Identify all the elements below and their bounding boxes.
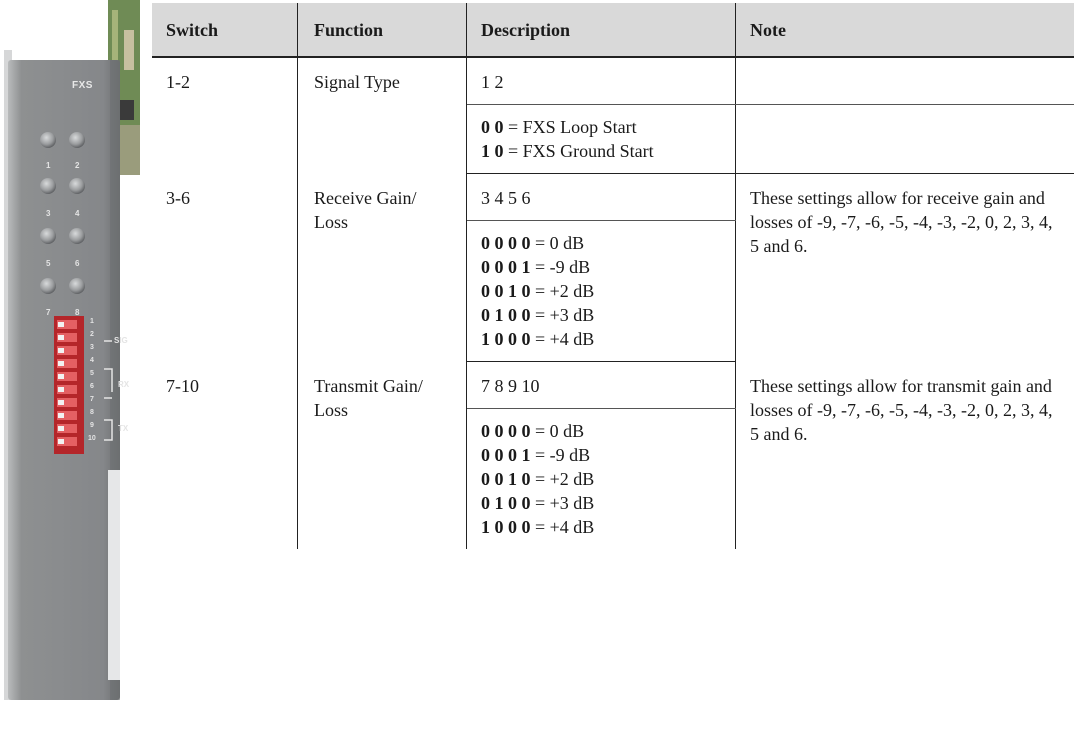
led-number: 6	[75, 259, 80, 268]
table-row: 0 0 = FXS Loop Start 1 0 = FXS Ground St…	[152, 104, 1074, 174]
dip-group-label: RX	[118, 380, 130, 389]
option-line: 0 0 0 0 = 0 dB	[481, 421, 585, 441]
note-cell-empty	[735, 104, 1074, 174]
led-number: 5	[46, 259, 51, 268]
led-number: 2	[75, 161, 80, 170]
note-cell: These settings allow for receive gain an…	[750, 188, 1053, 256]
fxs-card-image: FXS 1 2 3 4 5 6 7 8 1 2 3 4 5 6 7 8 9 10…	[0, 0, 140, 729]
function-cell: Receive Gain/ Loss	[297, 173, 467, 362]
switch-cell: 1-2	[152, 57, 298, 174]
table-row: 1-2 Signal Type 1 2	[152, 57, 1074, 174]
note-cell: These settings allow for transmit gain a…	[750, 375, 1053, 444]
options-cell: 0 0 0 0 = 0 dB 0 0 0 1 = -9 dB 0 0 1 0 =…	[466, 408, 736, 549]
dip-number: 4	[90, 357, 94, 364]
option-line: 1 0 0 0 = +4 dB	[481, 329, 595, 349]
dip-number: 10	[88, 435, 96, 442]
table-header-row: Switch Function Description Note	[152, 3, 1074, 58]
switch-positions-cell: 3 4 5 6	[466, 173, 736, 221]
dip-number: 7	[90, 396, 94, 403]
column-header-function: Function	[297, 3, 467, 58]
dip-number: 5	[90, 370, 94, 377]
dip-number: 2	[90, 331, 94, 338]
card-label: FXS	[72, 80, 93, 91]
table-row: 7-10 Transmit Gain/ Loss 7 8 9 10 These …	[152, 361, 1074, 549]
option-line: 0 1 0 0 = +3 dB	[481, 305, 595, 325]
table-row: 0 0 0 0 = 0 dB 0 0 0 1 = -9 dB 0 0 1 0 =…	[152, 220, 1074, 362]
option-line: 1 0 0 0 = +4 dB	[481, 517, 595, 537]
dip-group-label: TX	[118, 424, 129, 433]
options-cell: 0 0 0 0 = 0 dB 0 0 0 1 = -9 dB 0 0 1 0 =…	[466, 220, 736, 362]
switch-positions-cell: 7 8 9 10	[466, 361, 736, 409]
options-cell: 0 0 = FXS Loop Start 1 0 = FXS Ground St…	[466, 104, 736, 174]
table-row: 3-6 Receive Gain/ Loss 3 4 5 6 These set…	[152, 173, 1074, 362]
function-cell: Transmit Gain/ Loss	[297, 361, 467, 549]
led-number: 7	[46, 308, 51, 317]
dip-number: 9	[90, 422, 94, 429]
option-line: 0 0 0 1 = -9 dB	[481, 445, 591, 465]
led-number: 1	[46, 161, 51, 170]
dip-number: 8	[90, 409, 94, 416]
option-line: 0 0 = FXS Loop Start	[481, 117, 637, 137]
led-number: 3	[46, 209, 51, 218]
option-line: 0 0 0 0 = 0 dB	[481, 233, 585, 253]
dip-number: 3	[90, 344, 94, 351]
option-line: 0 0 0 1 = -9 dB	[481, 257, 591, 277]
column-header-switch: Switch	[152, 3, 298, 58]
table-row: 0 0 0 0 = 0 dB 0 0 0 1 = -9 dB 0 0 1 0 =…	[152, 408, 1074, 549]
led-grid	[40, 132, 85, 294]
dip-group-label: SIG	[114, 336, 128, 345]
dip-number: 1	[90, 318, 94, 325]
column-header-note: Note	[735, 3, 1074, 58]
option-line: 0 1 0 0 = +3 dB	[481, 493, 595, 513]
switch-cell: 3-6	[152, 173, 298, 362]
led-number: 4	[75, 209, 80, 218]
note-cell	[735, 57, 1074, 105]
switch-cell: 7-10	[152, 361, 298, 549]
option-line: 1 0 = FXS Ground Start	[481, 141, 654, 161]
dip-number: 6	[90, 383, 94, 390]
card-illustration	[4, 0, 140, 700]
led-number: 8	[75, 308, 80, 317]
switch-positions-cell: 1 2	[466, 57, 736, 105]
function-cell: Signal Type	[297, 57, 467, 174]
option-line: 0 0 1 0 = +2 dB	[481, 469, 595, 489]
switch-settings-table: Switch Function Description Note 1-2 Sig…	[152, 3, 1074, 549]
column-header-description: Description	[466, 3, 736, 58]
option-line: 0 0 1 0 = +2 dB	[481, 281, 595, 301]
